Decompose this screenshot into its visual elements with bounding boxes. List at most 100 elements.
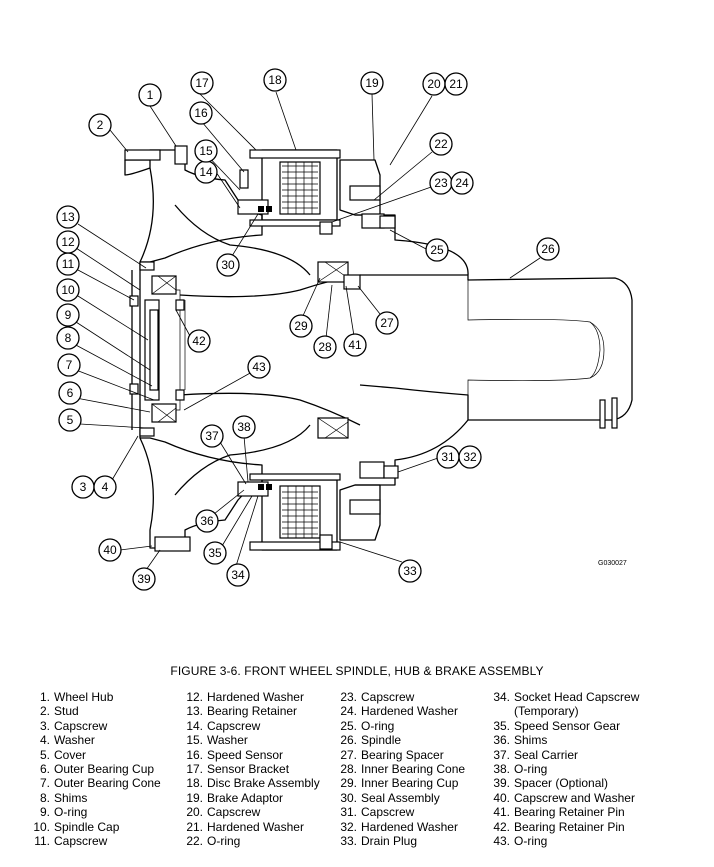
callout-36: 36: [195, 509, 219, 533]
legend-item: 15.Washer: [186, 733, 320, 747]
legend-number: 25.: [340, 718, 357, 733]
legend-item: 23.Capscrew: [340, 690, 465, 704]
legend-item: 8.Shims: [40, 791, 161, 805]
svg-text:2: 2: [97, 118, 104, 132]
legend-number: 18.: [186, 776, 203, 791]
legend-item: 28.Inner Bearing Cone: [340, 762, 465, 776]
legend-item: 2.Stud: [40, 704, 161, 718]
legend-label: Wheel Hub: [54, 690, 114, 704]
legend-label: Bearing Retainer: [207, 704, 298, 719]
svg-text:6: 6: [67, 386, 74, 400]
legend-number: 14.: [186, 718, 203, 733]
svg-text:7: 7: [66, 358, 73, 372]
legend-item: 25. O-ring: [340, 718, 465, 733]
legend-label: Bearing Spacer: [361, 747, 444, 762]
legend-number: 34.: [493, 690, 510, 704]
legend-column-4: 34.Socket Head Capscrew (Temporary) 35.S…: [493, 690, 639, 848]
svg-text:15: 15: [199, 144, 213, 158]
parts-legend: 1.Wheel Hub 2.Stud 3.Capscrew 4.Washer 5…: [0, 690, 714, 860]
legend-number: 41.: [493, 805, 510, 820]
legend-label: Drain Plug: [361, 833, 418, 848]
callout-35: 35: [203, 541, 227, 565]
legend-number: 6.: [39, 761, 50, 776]
legend-number: 11.: [34, 833, 50, 848]
callout-2: 2: [88, 113, 112, 137]
svg-text:5: 5: [67, 413, 74, 427]
callout-18: 18: [263, 68, 287, 92]
leader-lines: [73, 91, 541, 571]
callout-12: 12: [56, 230, 80, 254]
callout-34: 34: [226, 563, 250, 587]
legend-item: 27. Bearing Spacer: [340, 747, 465, 762]
legend-number: 28.: [340, 761, 357, 776]
legend-label: Sensor Bracket: [207, 761, 290, 776]
legend-item: 4.Washer: [40, 733, 161, 748]
callout-43: 43: [247, 355, 271, 379]
svg-text:18: 18: [268, 73, 282, 87]
svg-text:36: 36: [200, 514, 214, 528]
legend-number: 21.: [186, 819, 203, 834]
legend-number: 12.: [186, 690, 203, 704]
legend-label: Cover: [54, 747, 87, 762]
svg-text:29: 29: [294, 319, 308, 333]
svg-text:22: 22: [434, 137, 448, 151]
legend-item: 34.Socket Head Capscrew: [493, 690, 639, 704]
svg-text:25: 25: [430, 243, 444, 257]
svg-text:28: 28: [318, 340, 332, 354]
svg-text:42: 42: [192, 334, 206, 348]
callout-29: 29: [289, 314, 313, 338]
callout-22: 22: [429, 132, 453, 156]
legend-number: 20.: [186, 805, 203, 820]
legend-item: 30.Seal Assembly: [340, 791, 465, 805]
legend-number: 15.: [186, 733, 203, 748]
legend-label: O-ring: [361, 718, 395, 733]
legend-item: 5.Cover: [40, 747, 161, 762]
callout-25: 25: [425, 238, 449, 262]
legend-item: 16.Speed Sensor: [186, 747, 320, 762]
callout-40: 40: [98, 538, 122, 562]
legend-item: 20.Capscrew: [186, 805, 320, 819]
legend-number: 8.: [39, 790, 50, 805]
legend-item: 32.Hardened Washer: [340, 820, 465, 834]
svg-text:3: 3: [80, 480, 87, 494]
callout-38: 38: [232, 415, 256, 439]
legend-number: 22.: [186, 833, 203, 848]
svg-text:14: 14: [199, 165, 213, 179]
svg-text:4: 4: [102, 480, 109, 494]
legend-item: 17.Sensor Bracket: [186, 761, 320, 776]
legend-item: 6.Outer Bearing Cup: [40, 762, 161, 776]
callout-37: 37: [200, 424, 224, 448]
legend-label: Capscrew: [54, 833, 108, 848]
legend-item: 29.Inner Bearing Cup: [340, 776, 465, 790]
callout-24: 24: [450, 171, 474, 195]
legend-label: Washer: [54, 733, 95, 748]
part-callouts: 1 2 3 4 5 6 7 8 9 10 11 12 13 14 15 16 1…: [56, 68, 560, 591]
legend-label: Spindle Cap: [54, 819, 120, 834]
legend-label: Seal Carrier: [514, 747, 579, 762]
figure-caption: FIGURE 3-6. FRONT WHEEL SPINDLE, HUB & B…: [170, 664, 544, 678]
legend-item: 13.Bearing Retainer: [186, 704, 320, 719]
legend-item: 11. Capscrew: [34, 833, 161, 848]
callout-26: 26: [536, 237, 560, 261]
legend-label: (Temporary): [514, 704, 579, 719]
callout-9: 9: [56, 303, 80, 327]
legend-number: 30.: [340, 790, 357, 805]
legend-label: Speed Sensor: [207, 747, 284, 762]
legend-label: Capscrew and Washer: [514, 790, 635, 805]
legend-number: 23.: [340, 690, 357, 704]
callout-31: 31: [436, 445, 460, 469]
drawing-code: G030027: [598, 560, 627, 567]
legend-number: 19.: [186, 790, 203, 805]
legend-number: 36.: [493, 733, 510, 748]
legend-label: Capscrew: [207, 718, 261, 733]
legend-column-2: 12.Hardened Washer 13.Bearing Retainer 1…: [186, 690, 320, 848]
legend-item: 12.Hardened Washer: [186, 690, 320, 704]
legend-number: 39.: [493, 776, 510, 791]
callout-21: 21: [444, 72, 468, 96]
legend-number: 27.: [340, 747, 357, 762]
svg-text:41: 41: [348, 338, 362, 352]
legend-number: 10.: [33, 819, 50, 834]
callout-33: 33: [398, 559, 422, 583]
callout-20: 20: [422, 72, 446, 96]
svg-text:35: 35: [208, 546, 222, 560]
